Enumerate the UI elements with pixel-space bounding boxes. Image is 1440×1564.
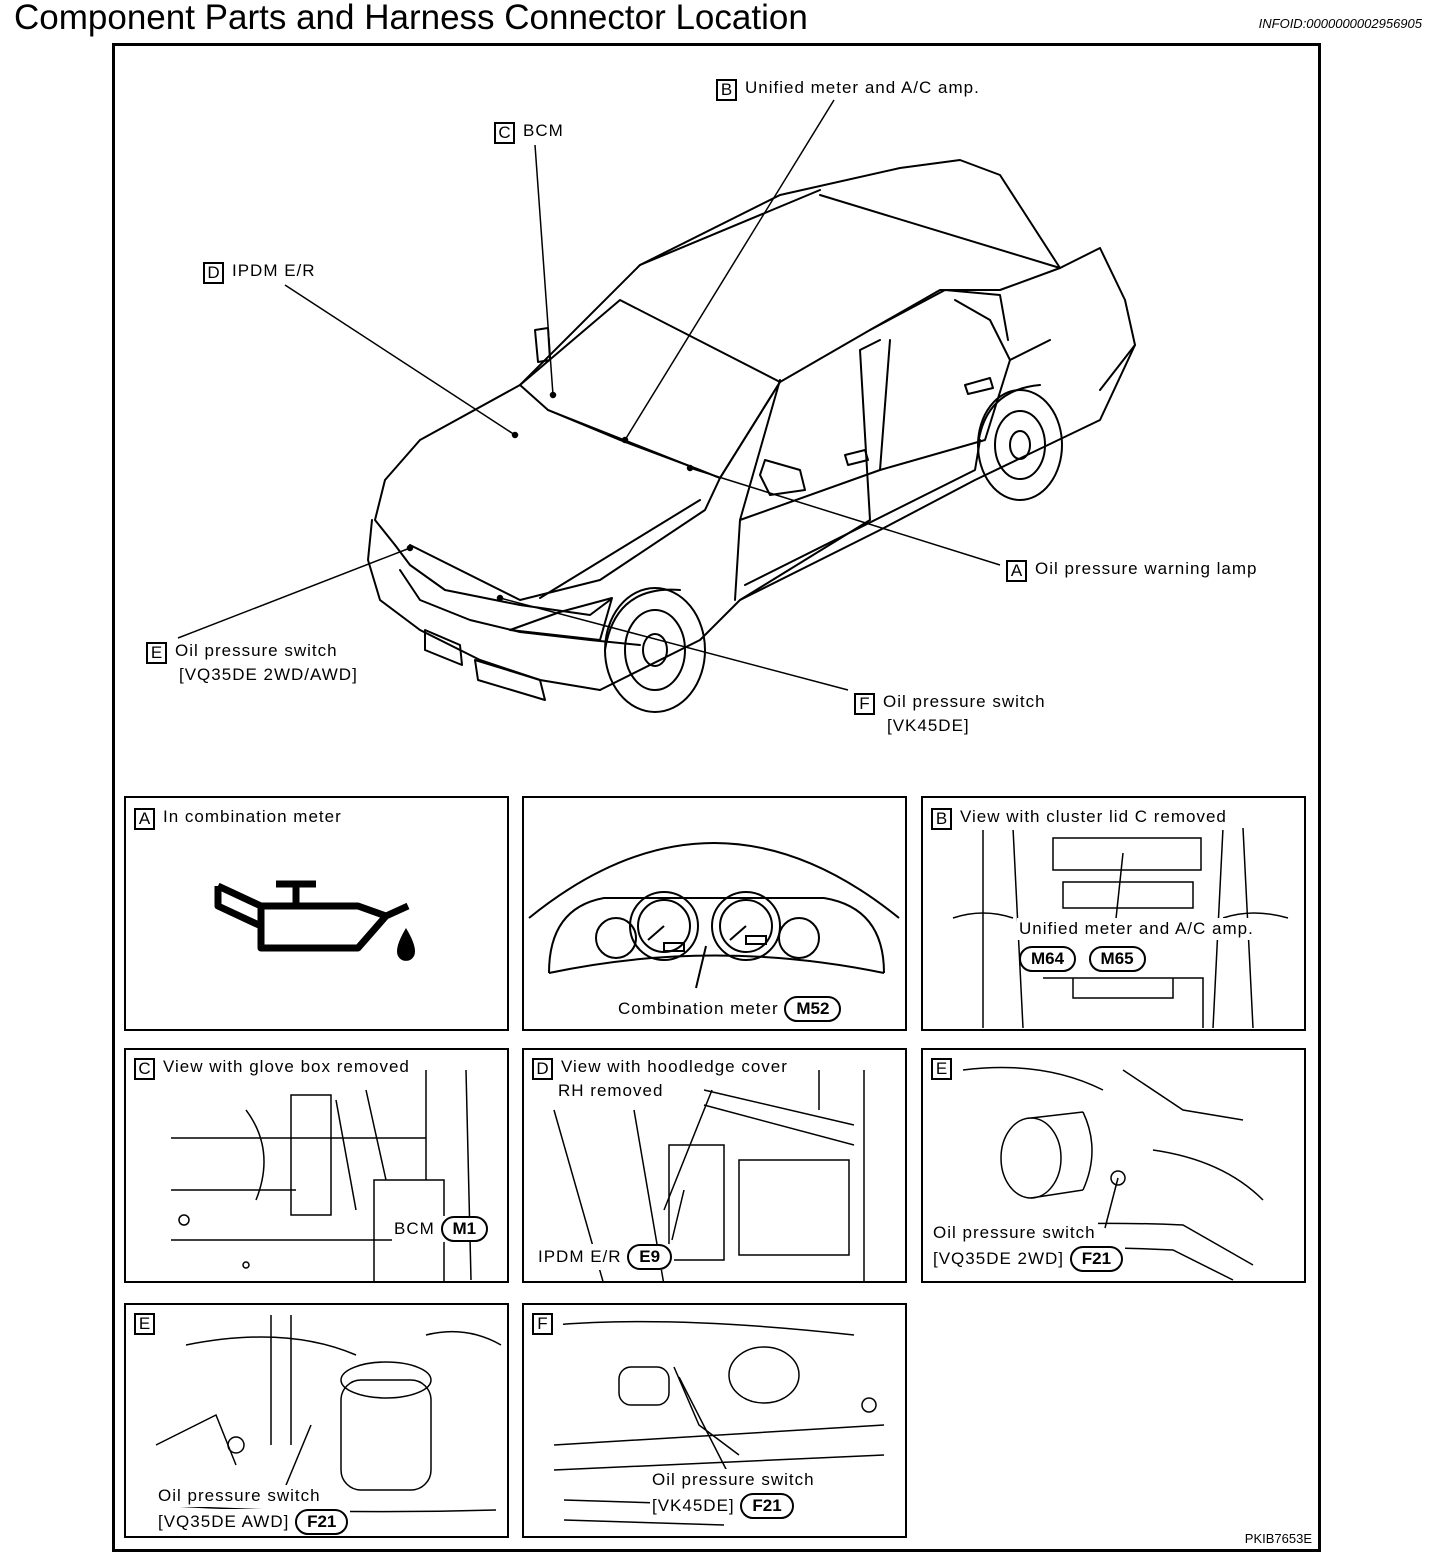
label-text: [VQ35DE 2WD] — [933, 1249, 1065, 1268]
oil-switch-vk45-illustration — [553, 1320, 885, 1526]
panel-combination-meter: Combination meter M52 — [522, 796, 907, 1031]
label-text: [VQ35DE AWD] — [158, 1512, 290, 1531]
diagram-frame — [112, 43, 1321, 1552]
label-text: Oil pressure warning lamp — [1035, 559, 1258, 578]
letter-box: A — [134, 808, 155, 830]
label-text: [VK45DE] — [652, 1496, 735, 1515]
letter-box: F — [854, 693, 875, 715]
connector-f21: F21 — [295, 1509, 349, 1535]
connector-group: M64 M65 — [1019, 946, 1146, 972]
caption-text: In combination meter — [163, 807, 342, 826]
connector-f21: F21 — [1069, 1246, 1124, 1272]
label-text: Oil pressure switch — [883, 692, 1046, 711]
letter-box: E — [931, 1058, 952, 1080]
panel-ipdm: D View with hoodledge cover RH removed IP… — [522, 1048, 907, 1283]
connector-f21: F21 — [740, 1493, 794, 1519]
panel-letter: E — [132, 1311, 165, 1335]
panel-label: IPDM E/R E9 — [536, 1244, 675, 1270]
panel-oil-warning-icon: A In combination meter — [124, 796, 509, 1031]
label-text: Combination meter — [618, 999, 779, 1018]
figure-code: PKIB7653E — [1244, 1531, 1312, 1546]
label-bcm: C BCM — [494, 120, 564, 144]
label-oil-switch-vk45: F Oil pressure switch [VK45DE] — [854, 691, 1046, 737]
panel-unified-meter: B View with cluster lid C removed Unified… — [921, 796, 1306, 1031]
letter-box: C — [134, 1058, 155, 1080]
letter-box: B — [931, 808, 952, 830]
panel-caption: C View with glove box removed — [132, 1056, 412, 1080]
label-text: Oil pressure switch — [175, 641, 338, 660]
label-text: BCM — [394, 1219, 435, 1238]
panel-caption: B View with cluster lid C removed — [929, 806, 1229, 830]
label-text: [VK45DE] — [887, 716, 970, 735]
panel-bcm: C View with glove box removed BCM M1 — [124, 1048, 509, 1283]
label-oil-warning-lamp: A Oil pressure warning lamp — [1006, 558, 1257, 582]
panel-letter: F — [530, 1311, 563, 1335]
caption-text: View with cluster lid C removed — [960, 807, 1227, 826]
panel-oil-switch-awd: E Oil pressure switch [VQ35DE AWD] F21 — [124, 1303, 509, 1538]
label-text: [VQ35DE 2WD/AWD] — [179, 665, 358, 684]
letter-box: F — [532, 1313, 553, 1335]
panel-caption: D View with hoodledge cover — [530, 1056, 790, 1080]
connector-e9: E9 — [627, 1244, 673, 1270]
car-illustration — [177, 99, 1136, 713]
unified-meter-illustration — [952, 827, 1289, 1029]
combination-meter-illustration — [528, 842, 900, 989]
panel-label: BCM M1 — [392, 1216, 491, 1242]
ipdm-illustration — [553, 1070, 865, 1281]
letter-box: B — [716, 79, 737, 101]
panel-oil-switch-2wd: E Oil pressure switch [VQ35DE 2WD] F21 — [921, 1048, 1306, 1283]
caption-text: View with hoodledge cover — [561, 1057, 788, 1076]
panel-caption-line2: RH removed — [556, 1080, 666, 1102]
letter-box: E — [134, 1313, 155, 1335]
panel-label: Combination meter M52 — [616, 996, 844, 1022]
connector-m1: M1 — [440, 1216, 489, 1242]
panel-label: Unified meter and A/C amp. — [1017, 918, 1256, 940]
label-ipdm: D IPDM E/R — [203, 260, 316, 284]
letter-box: E — [146, 642, 167, 664]
label-text: Unified meter and A/C amp. — [745, 78, 980, 97]
panel-oil-switch-vk45: F Oil pressure switch [VK45DE] F21 — [522, 1303, 907, 1538]
oil-can-icon — [214, 880, 415, 961]
letter-box: D — [532, 1058, 553, 1080]
label-text: IPDM E/R — [538, 1247, 622, 1266]
letter-box: A — [1006, 560, 1027, 582]
connector-m52: M52 — [784, 996, 842, 1022]
label-text: BCM — [523, 121, 564, 140]
letter-box: C — [494, 122, 515, 144]
panel-label-line2: [VK45DE] F21 — [650, 1493, 796, 1519]
label-oil-switch-vq35: E Oil pressure switch [VQ35DE 2WD/AWD] — [146, 640, 358, 686]
connector-m64: M64 — [1019, 946, 1077, 972]
panel-label-line2: [VQ35DE 2WD] F21 — [931, 1246, 1126, 1272]
page-title: Component Parts and Harness Connector Lo… — [14, 0, 808, 37]
panel-label: Oil pressure switch — [156, 1485, 323, 1507]
letter-box: D — [203, 262, 224, 284]
panel-label: Oil pressure switch — [650, 1469, 817, 1491]
panel-caption: A In combination meter — [132, 806, 344, 830]
label-unified-meter: B Unified meter and A/C amp. — [716, 77, 980, 101]
label-text: IPDM E/R — [232, 261, 316, 280]
caption-text: View with glove box removed — [163, 1057, 410, 1076]
info-id: INFOID:0000000002956905 — [1258, 16, 1422, 31]
panel-label-line2: [VQ35DE AWD] F21 — [156, 1509, 351, 1535]
connector-m65: M65 — [1088, 946, 1146, 972]
panel-label: Oil pressure switch — [931, 1222, 1098, 1244]
panel-letter: E — [929, 1056, 962, 1080]
bcm-illustration — [171, 1069, 486, 1281]
